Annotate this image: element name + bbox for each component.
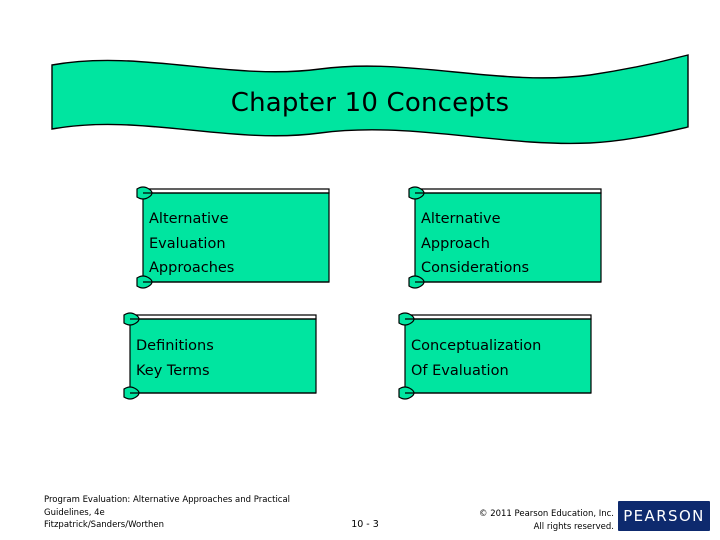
copyright-line1: © 2011 Pearson Education, Inc. xyxy=(479,509,614,519)
pearson-logo: PEARSON xyxy=(618,501,710,531)
note-shape-icon xyxy=(395,311,595,401)
concept-box-alternative-evaluation-approaches[interactable]: Alternative Evaluation Approaches xyxy=(133,185,333,290)
concept-box-definitions-key-terms[interactable]: Definitions Key Terms xyxy=(120,311,320,401)
page-number: 10 - 3 xyxy=(351,519,379,530)
concept-box-conceptualization-of-evaluation[interactable]: Conceptualization Of Evaluation xyxy=(395,311,595,401)
footer-source-line2: Guidelines, 4e xyxy=(44,507,105,518)
footer-source-line3: Fitzpatrick/Sanders/Worthen xyxy=(44,520,165,530)
title-banner-shape xyxy=(50,47,690,145)
concept-box-label: Conceptualization Of Evaluation xyxy=(411,338,542,379)
note-shape-icon xyxy=(120,311,320,401)
concept-box-label: Alternative Evaluation Approaches xyxy=(149,211,235,276)
note-shape-icon xyxy=(133,185,333,290)
footer-copyright: © 2011 Pearson Education, Inc. All right… xyxy=(479,508,614,533)
concept-box-label: Definitions Key Terms xyxy=(136,338,214,379)
concept-box-label: Alternative Approach Considerations xyxy=(421,211,530,276)
page-title: Chapter 10 Concepts xyxy=(230,88,510,118)
footer-source: Program Evaluation: Alternative Approach… xyxy=(44,494,344,532)
footer-source-line1: Program Evaluation: Alternative Approach… xyxy=(44,495,291,505)
note-shape-icon xyxy=(405,185,605,290)
copyright-line2: All rights reserved. xyxy=(533,521,614,532)
concept-box-alternative-approach-considerations[interactable]: Alternative Approach Considerations xyxy=(405,185,605,290)
